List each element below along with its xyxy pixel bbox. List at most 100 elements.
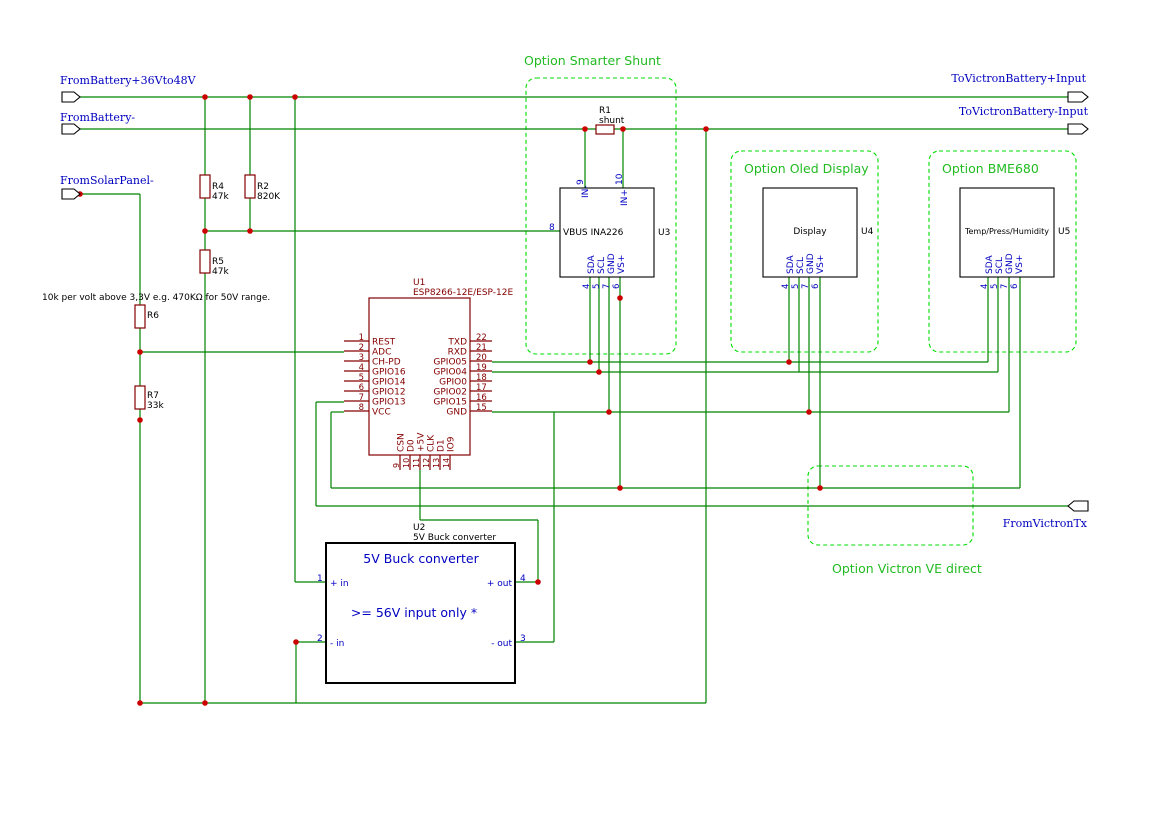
u3-in-plus: IN+ — [620, 189, 630, 206]
u5-name: Temp/Press/Humidity — [964, 227, 1049, 236]
u2-pin3-num: 3 — [520, 634, 526, 644]
r7-value: 33k — [147, 401, 164, 411]
u1-bottom-pin-name: D0 — [407, 439, 417, 452]
u1-bottom-pin-num: 11 — [412, 458, 421, 468]
u1-right-pin-name: GPIO0 — [439, 378, 467, 388]
option-oled-label: Option Oled Display — [744, 161, 869, 176]
r4-value: 47k — [212, 192, 229, 202]
u4-pin-num: 4 — [781, 284, 791, 289]
u4-ref: U4 — [861, 227, 874, 237]
u1-left-pin-num: 7 — [359, 393, 364, 403]
u1-right-pin-name: RXD — [448, 348, 467, 358]
u5-pin-name: VS+ — [1015, 255, 1025, 274]
port-victron-tx: FromVictronTx — [1003, 500, 1089, 530]
port-victron-plus-label: ToVictronBattery+Input — [951, 72, 1086, 85]
u5-pin-num: 6 — [1010, 284, 1020, 289]
u1-left-pin-num: 1 — [359, 333, 364, 343]
port-solar-minus: FromSolarPanel- — [60, 174, 154, 200]
u1-right-pin-name: GPIO04 — [433, 368, 467, 378]
u3-pin-num: 6 — [612, 284, 622, 289]
port-victron-minus-label: ToVictronBattery-Input — [959, 105, 1089, 118]
u3-pin-num: 5 — [592, 284, 602, 289]
u1-bottom-pin-name: D1 — [437, 439, 447, 452]
u1-left-pin-num: 2 — [359, 343, 364, 353]
port-victron-tx-label: FromVictronTx — [1003, 517, 1088, 530]
u1-right-pin-num: 22 — [476, 333, 487, 343]
option-oled-box — [730, 150, 879, 353]
u1-right-pin-num: 16 — [476, 393, 487, 403]
u3-pin-num: 4 — [582, 284, 592, 289]
option-bme680-box — [928, 150, 1077, 353]
port-victron-minus: ToVictronBattery-Input — [959, 105, 1089, 135]
u3-ref: U3 — [658, 228, 670, 238]
u2-pin2-name: - in — [330, 639, 344, 649]
r5-value: 47k — [212, 267, 229, 277]
option-bme680-label: Option BME680 — [942, 161, 1039, 176]
port-solar-minus-label: FromSolarPanel- — [60, 174, 154, 187]
u2-pin4-num: 4 — [520, 574, 526, 584]
u1-bottom-pin-num: 14 — [442, 458, 451, 468]
u1-ref: U1 — [413, 278, 425, 288]
u3-in-minus: IN- — [581, 185, 591, 198]
u1-bottom-pin-num: 10 — [402, 458, 411, 468]
u4-pin-num: 6 — [811, 284, 821, 289]
u3-vbus: VBUS — [563, 228, 588, 238]
r1-value: shunt — [599, 116, 625, 126]
u2-name: 5V Buck converter — [413, 533, 496, 543]
u3-pin-num: 7 — [602, 284, 612, 289]
u3-pin-name: SCL — [597, 257, 607, 274]
u2-pin4-name: + out — [487, 579, 513, 589]
u1-name: ESP8266-12E/ESP-12E — [413, 288, 513, 298]
resistor-r7: R7 33k — [134, 385, 164, 411]
u5-pin-num: 4 — [980, 284, 990, 289]
u1-right-pin-name: GPIO05 — [433, 358, 467, 368]
u1-right-pin-num: 20 — [476, 353, 487, 363]
option-smarter-shunt-box — [525, 77, 677, 355]
r2-ref: R2 — [257, 182, 269, 192]
u1-right-pin-num: 21 — [476, 343, 487, 353]
wires — [80, 96, 1068, 704]
u1-bottom-pin-num: 13 — [432, 458, 441, 468]
u2-pin2-num: 2 — [317, 634, 323, 644]
port-battery-plus: FromBattery+36Vto48V — [60, 74, 197, 103]
u4-pin-name: SCL — [796, 257, 806, 274]
divider-note: 10k per volt above 3,3V e.g. 470KΩ for 5… — [42, 293, 270, 303]
port-victron-plus: ToVictronBattery+Input — [951, 72, 1089, 103]
resistor-r5: R5 47k — [199, 249, 229, 277]
u1-bottom-pin-name: +5V — [417, 432, 427, 452]
r4-ref: R4 — [212, 182, 224, 192]
u1-bottom-pin-num: 12 — [422, 458, 431, 468]
u3-pin-name: SDA — [587, 255, 597, 274]
u5-pin-num: 7 — [1000, 284, 1010, 289]
u1-right-pin-num: 18 — [476, 373, 487, 383]
u5-pin-name: GND — [1005, 253, 1015, 274]
u2-ref: U2 — [413, 523, 425, 533]
u5-pin-name: SDA — [985, 255, 995, 274]
u1-left-pin-name: REST — [372, 338, 396, 348]
option-victron-label: Option Victron VE direct — [832, 561, 982, 576]
u1-left-pin-num: 3 — [359, 353, 364, 363]
u2-buck-converter: U2 5V Buck converter 5V Buck converter >… — [317, 523, 526, 684]
option-smarter-shunt-label: Option Smarter Shunt — [524, 53, 661, 68]
u4-pin-num: 5 — [791, 284, 801, 289]
u1-bottom-pin-name: CSN — [397, 433, 407, 452]
u1-bottom-pin-name: IO9 — [447, 436, 457, 452]
r6-ref: R6 — [147, 311, 159, 321]
u2-pin1-num: 1 — [317, 574, 323, 584]
u1-left-pin-num: 8 — [359, 403, 364, 413]
u5-ref: U5 — [1058, 227, 1070, 237]
u3-in-minus-num: 9 — [576, 179, 586, 185]
u1-right-pin-name: GPIO02 — [433, 388, 467, 398]
u1-left-pin-name: GPIO12 — [372, 388, 406, 398]
u1-right-pin-name: GND — [446, 408, 467, 418]
u1-left-pin-name: GPIO14 — [372, 378, 406, 388]
u2-title: 5V Buck converter — [363, 551, 479, 566]
u5-pin-name: SCL — [995, 257, 1005, 274]
resistor-r1: R1 shunt — [595, 106, 625, 135]
u1-right-pin-num: 17 — [476, 383, 487, 393]
